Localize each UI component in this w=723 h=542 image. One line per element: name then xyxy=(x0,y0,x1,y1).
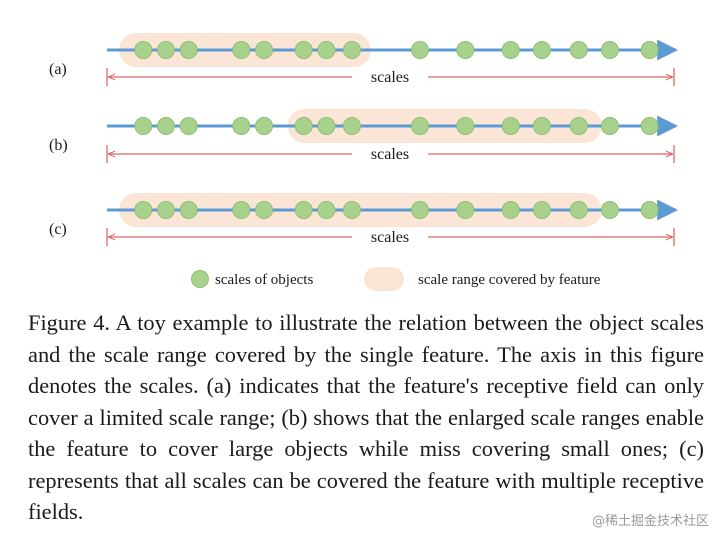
object-scale-dot xyxy=(134,117,153,135)
object-scale-dot xyxy=(456,41,475,59)
object-scale-dot xyxy=(156,117,175,135)
scales-bracket: scales xyxy=(106,68,675,86)
object-scale-dot xyxy=(294,117,313,135)
object-scale-dot xyxy=(342,41,361,59)
object-scale-dot xyxy=(294,201,313,219)
scales-label: scales xyxy=(371,69,409,86)
object-scale-dot xyxy=(232,41,251,59)
object-scale-dot xyxy=(342,117,361,135)
object-scale-dot xyxy=(501,201,520,219)
scales-bracket: scales xyxy=(106,145,675,163)
object-scale-dot xyxy=(600,201,619,219)
row-label: (a) xyxy=(49,61,67,78)
object-scale-dot xyxy=(179,117,198,135)
object-scale-dot xyxy=(600,117,619,135)
legend-range-swatch xyxy=(364,267,404,291)
object-scale-dot xyxy=(410,117,429,135)
object-scale-dot xyxy=(317,117,336,135)
scales-label: scales xyxy=(371,229,409,246)
row-label: (c) xyxy=(49,221,67,238)
object-scale-dot xyxy=(501,117,520,135)
object-scale-dot xyxy=(410,41,429,59)
scale-row: (c) scales xyxy=(49,193,679,246)
object-scale-dot xyxy=(532,117,551,135)
scales-label: scales xyxy=(371,146,409,163)
object-scale-dot xyxy=(232,201,251,219)
object-scale-dot xyxy=(410,201,429,219)
object-scale-dot xyxy=(532,201,551,219)
object-scale-dot xyxy=(640,41,659,59)
object-scale-dot xyxy=(134,201,153,219)
object-scale-dot xyxy=(456,201,475,219)
row-label: (b) xyxy=(49,137,68,154)
scale-row: (b) scales xyxy=(49,109,679,163)
toy-example-figure: (a) scales (b) scales (c) scales scales of ob… xyxy=(49,33,679,291)
legend: scales of objects scale range covered by… xyxy=(191,267,601,291)
object-scale-dot xyxy=(156,41,175,59)
figure-caption: Figure 4. A toy example to illustrate th… xyxy=(28,310,704,524)
watermark: @稀土掘金技术社区 xyxy=(589,509,711,530)
object-scale-dot xyxy=(501,41,520,59)
scale-row: (a) scales xyxy=(49,33,679,86)
scales-bracket: scales xyxy=(106,228,675,246)
object-scale-dot xyxy=(600,41,619,59)
object-scale-dot xyxy=(342,201,361,219)
object-scale-dot xyxy=(134,41,153,59)
legend-dot-label: scales of objects xyxy=(215,272,313,288)
object-scale-dot xyxy=(255,117,274,135)
object-scale-dot xyxy=(179,201,198,219)
object-scale-dot xyxy=(232,117,251,135)
object-scale-dot xyxy=(156,201,175,219)
object-scale-dot xyxy=(640,117,659,135)
object-scale-dot xyxy=(317,201,336,219)
object-scale-dot xyxy=(317,41,336,59)
object-scale-dot xyxy=(569,117,588,135)
object-scale-dot xyxy=(255,201,274,219)
object-scale-dot xyxy=(569,201,588,219)
object-scale-dot xyxy=(255,41,274,59)
object-scale-dot xyxy=(569,41,588,59)
object-scale-dot xyxy=(532,41,551,59)
object-scale-dot xyxy=(179,41,198,59)
legend-range-label: scale range covered by feature xyxy=(418,272,601,288)
object-scale-dot xyxy=(640,201,659,219)
object-scale-dot xyxy=(456,117,475,135)
legend-dot-swatch xyxy=(191,270,209,288)
object-scale-dot xyxy=(294,41,313,59)
